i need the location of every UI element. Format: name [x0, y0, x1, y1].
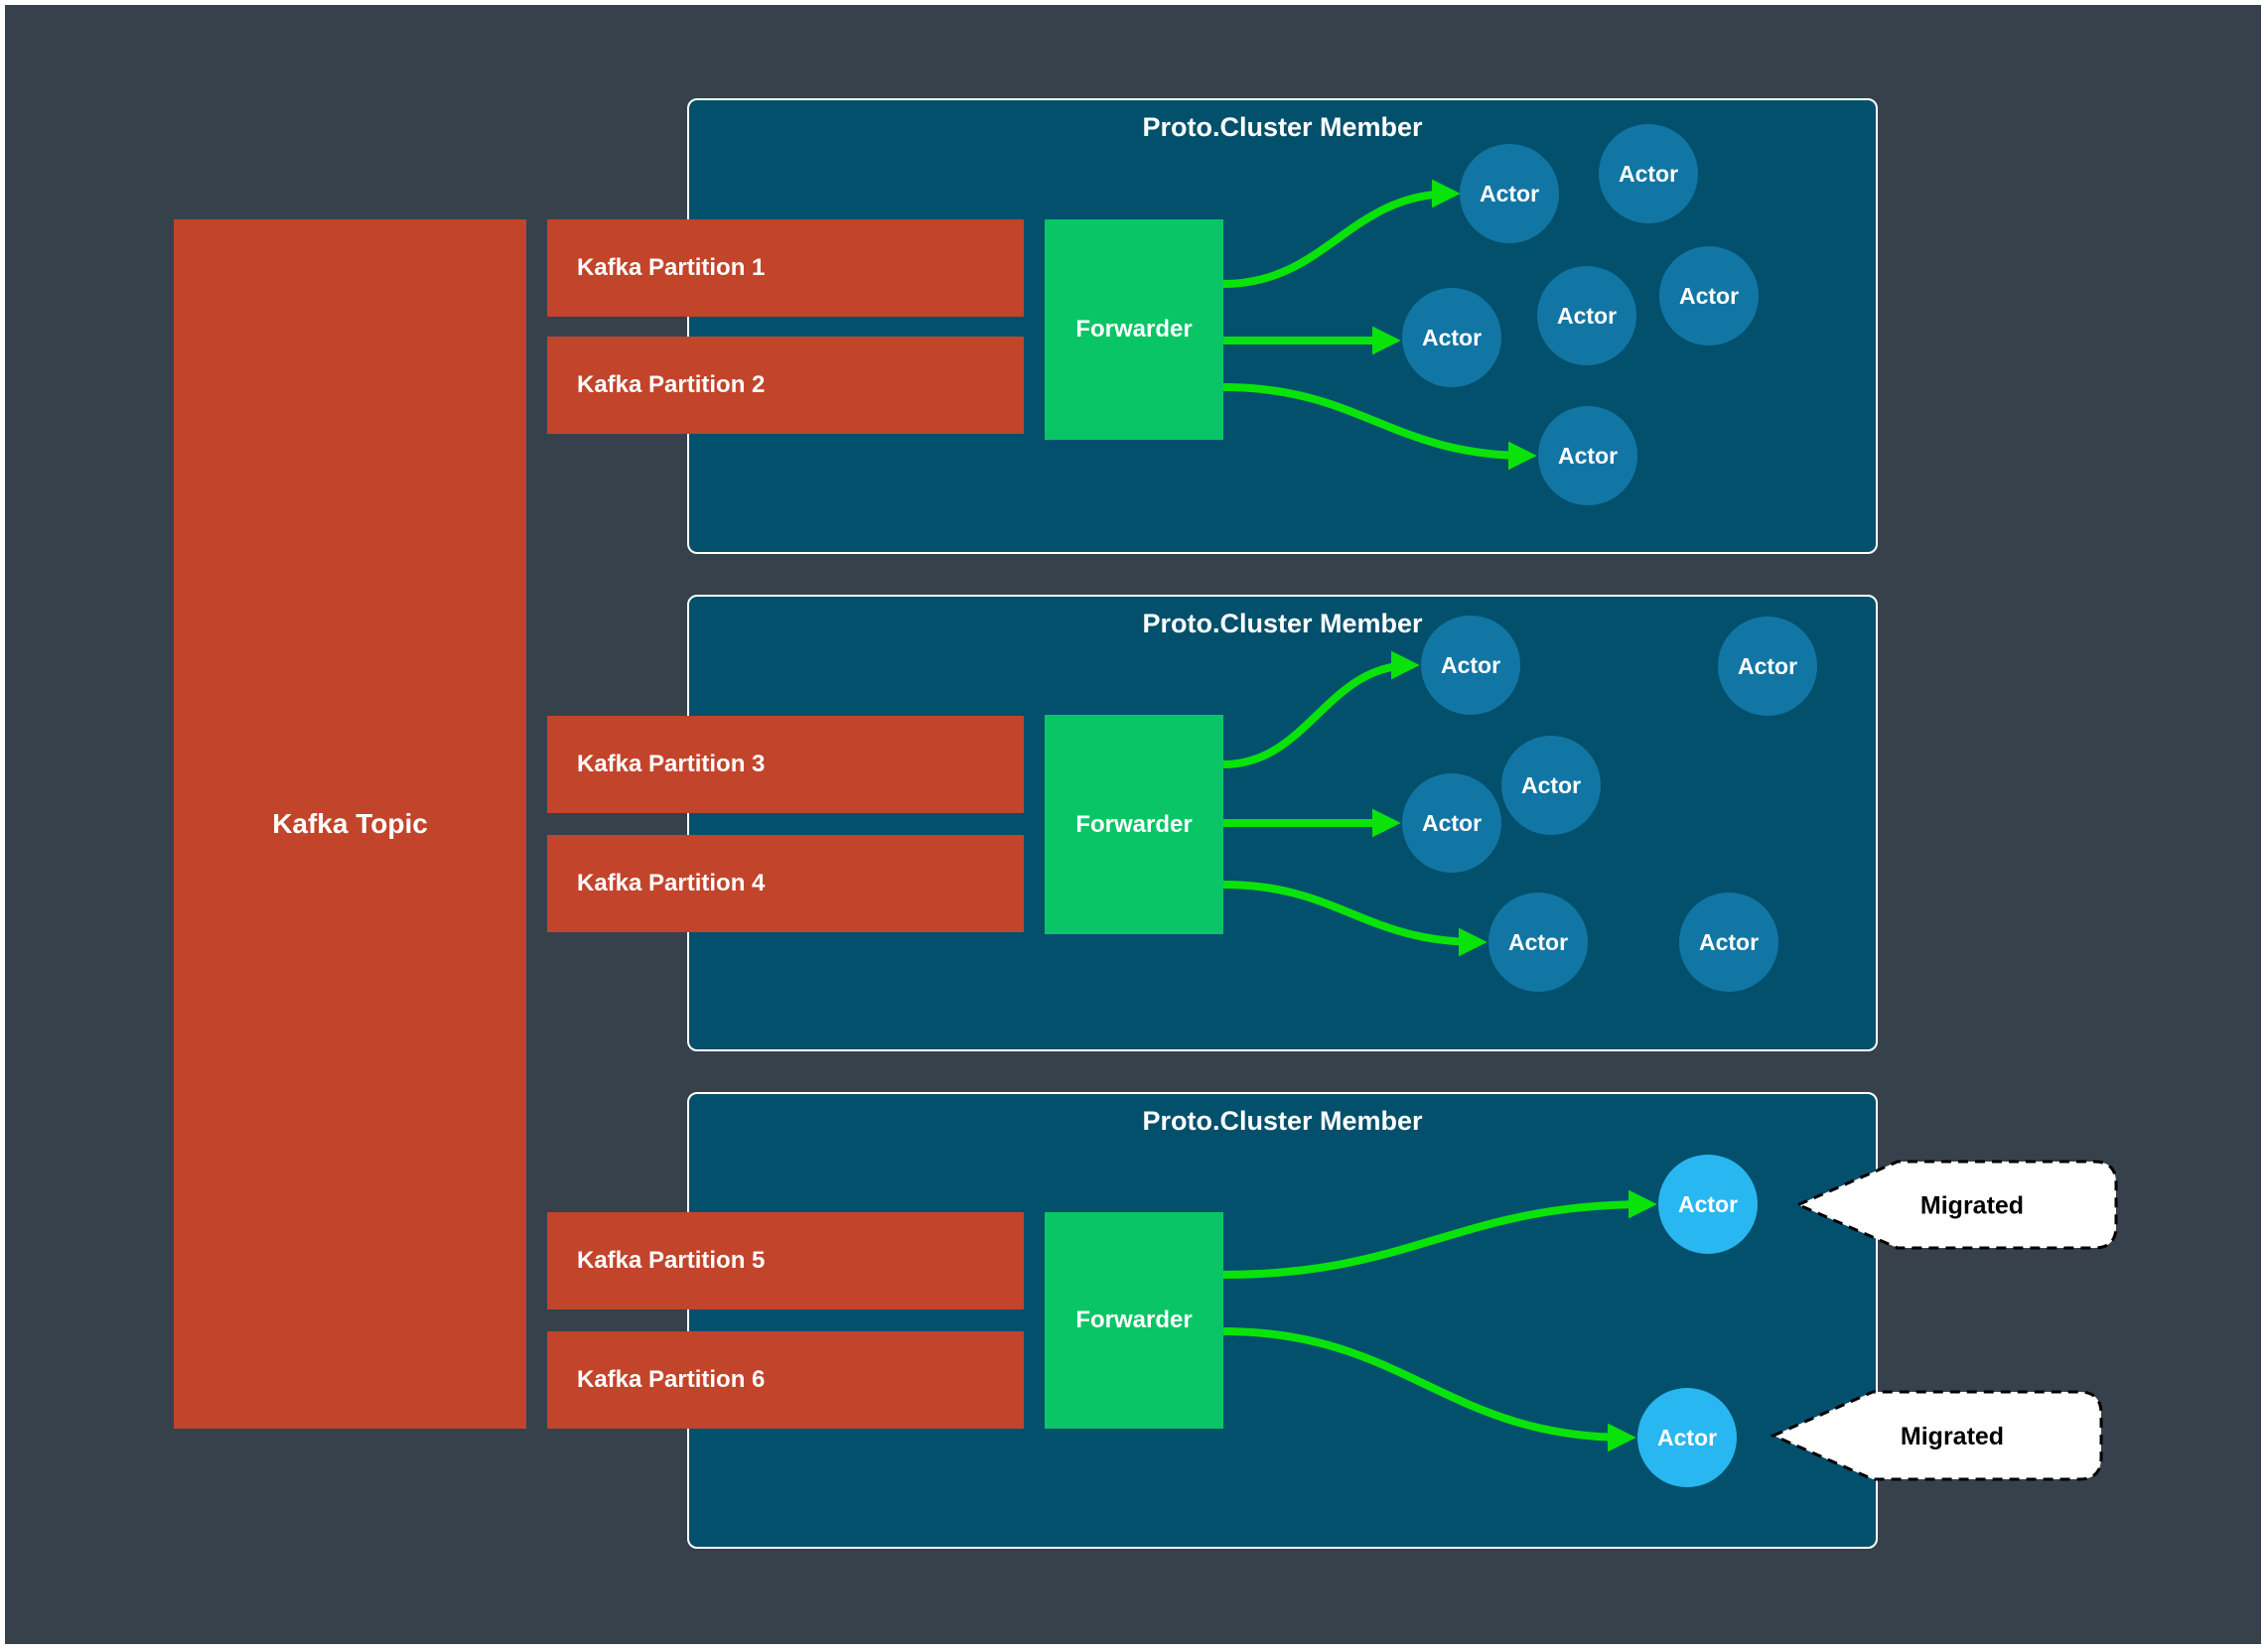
actor-node: Actor: [1718, 617, 1817, 716]
cluster-title: Proto.Cluster Member: [1142, 609, 1423, 638]
actor-node: Actor: [1537, 266, 1636, 365]
actor-node: Actor: [1402, 288, 1501, 387]
actor-node: Actor: [1679, 893, 1778, 992]
actor-node: Actor: [1659, 246, 1759, 345]
forwarder-box: Forwarder: [1045, 1212, 1223, 1429]
forwarder-box: Forwarder: [1045, 219, 1223, 440]
actor-node: Actor: [1460, 144, 1559, 243]
kafka-partition-box: Kafka Partition 1: [547, 219, 1024, 317]
actor-node: Actor: [1421, 616, 1520, 715]
actor-node-migrated: Actor: [1637, 1388, 1737, 1487]
kafka-partition-box: Kafka Partition 2: [547, 337, 1024, 434]
kafka-partition-box: Kafka Partition 6: [547, 1331, 1024, 1429]
actor-node: Actor: [1599, 124, 1698, 223]
actor-node: Actor: [1538, 406, 1637, 505]
cluster-title: Proto.Cluster Member: [1142, 1106, 1423, 1136]
forwarder-box: Forwarder: [1045, 715, 1223, 934]
actor-node: Actor: [1488, 893, 1588, 992]
actor-node-migrated: Actor: [1658, 1155, 1758, 1254]
kafka-partition-box: Kafka Partition 5: [547, 1212, 1024, 1309]
actor-node: Actor: [1501, 736, 1601, 835]
actor-node: Actor: [1402, 773, 1501, 873]
kafka-partition-box: Kafka Partition 4: [547, 835, 1024, 932]
kafka-topic-box: Kafka Topic: [174, 219, 526, 1429]
cluster-title: Proto.Cluster Member: [1142, 112, 1423, 142]
cluster-member-box: [687, 595, 1878, 1051]
kafka-partition-box: Kafka Partition 3: [547, 716, 1024, 813]
